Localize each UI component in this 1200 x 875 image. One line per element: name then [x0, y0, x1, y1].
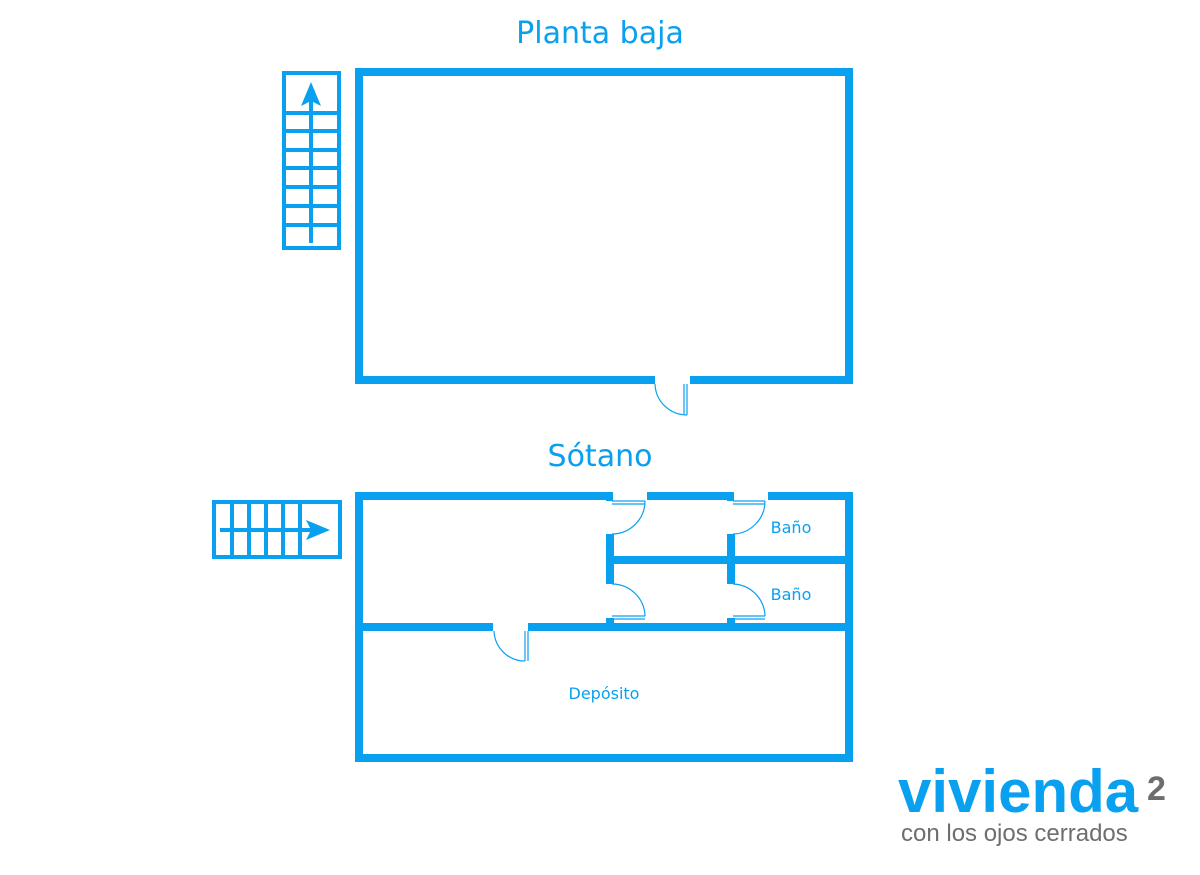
ground-floor-walls: [355, 68, 853, 384]
vivienda2-logo: vivienda 2 con los ojos cerrados: [898, 758, 1166, 847]
hall-door-1: [611, 583, 646, 620]
room-label-bathroom-2: Baño: [771, 585, 812, 604]
ground-floor-title: Planta baja: [516, 16, 684, 51]
hall-door-2: [732, 583, 766, 620]
bathroom-walls: [606, 534, 849, 584]
bathroom-door-2: [732, 500, 766, 535]
ground-floor-plan: [282, 68, 853, 416]
ground-floor-door: [654, 383, 688, 416]
room-label-storage: Depósito: [569, 684, 640, 703]
ground-floor-stairs-icon: [282, 71, 341, 250]
bathroom-door-1: [611, 500, 646, 535]
storage-door: [493, 630, 529, 662]
basement-title: Sótano: [548, 439, 653, 474]
logo-tagline: con los ojos cerrados: [901, 820, 1128, 847]
room-label-bathroom-1: Baño: [771, 518, 812, 537]
basement-plan: Baño Baño Depósito: [212, 491, 853, 762]
logo-name: vivienda: [898, 758, 1139, 825]
basement-stairs-icon: [212, 500, 342, 559]
logo-superscript: 2: [1147, 770, 1166, 808]
